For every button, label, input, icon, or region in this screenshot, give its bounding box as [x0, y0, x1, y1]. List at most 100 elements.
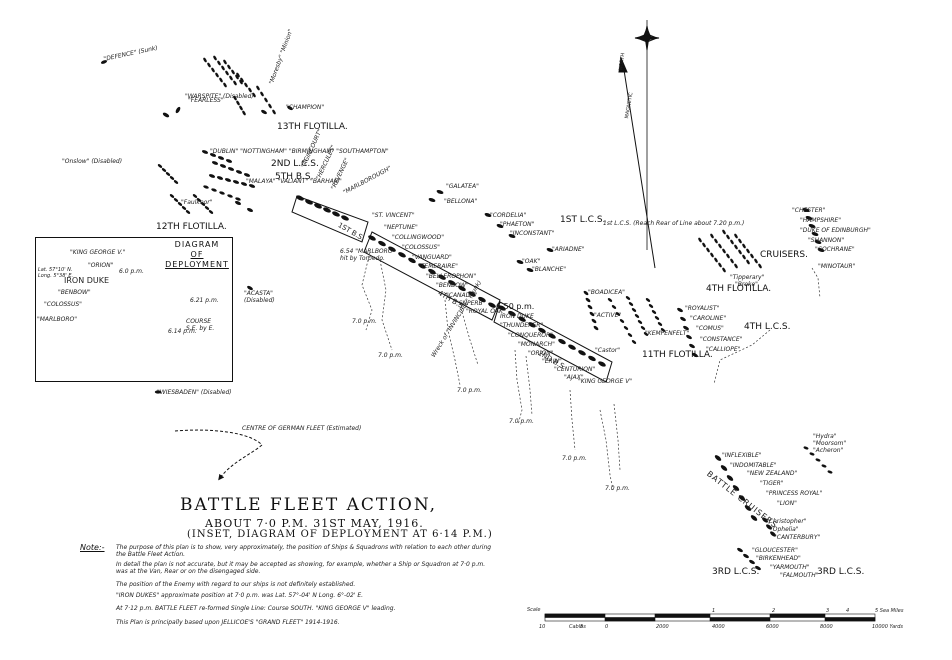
time-label: 7.0 p.m. — [509, 418, 534, 425]
unit-label-4th-flotilla: 4TH FLOTILLA. — [706, 284, 772, 294]
ship-marker — [162, 112, 170, 118]
ship-marker — [209, 153, 217, 157]
ship-label: "WIESBADEN" (Disabled) — [157, 389, 232, 396]
ship-marker — [742, 243, 746, 249]
ship-label: "COCHRANE" — [815, 246, 855, 253]
scale-mile-tick: 4 — [846, 608, 850, 614]
ship-marker — [689, 343, 695, 349]
ship-marker — [651, 310, 657, 314]
ship-marker — [181, 206, 187, 210]
ship-label: "Castor" — [595, 347, 621, 354]
ship-marker — [726, 475, 734, 481]
ship-marker — [583, 290, 589, 296]
german-fleet-track — [174, 429, 263, 481]
ship-marker — [478, 296, 486, 303]
ship-marker — [698, 237, 702, 243]
ship-marker — [737, 547, 743, 553]
ship-marker — [217, 60, 221, 66]
ship-marker — [814, 239, 822, 245]
ship-marker — [261, 109, 267, 115]
ship-label: "WARSPITE" (Disabled) — [185, 93, 254, 100]
ship-markers — [100, 55, 833, 571]
note-line: The purpose of this plan is to show, ver… — [116, 544, 492, 558]
time-label: 7.0 p.m. — [378, 352, 403, 359]
scale-yard-tick: 6000 — [766, 624, 779, 630]
ship-label: IRON DUKE — [500, 313, 534, 320]
ship-marker — [200, 202, 206, 206]
ship-label: "TEMERAIRE" — [418, 263, 458, 270]
ship-label: 1st L.C.S. (Reach Rear of Line about 7.2… — [603, 220, 745, 227]
ship-marker — [591, 318, 597, 324]
ship-label: "ORION" — [528, 350, 554, 357]
ship-marker — [750, 253, 754, 259]
ship-marker — [175, 106, 181, 114]
ship-marker — [732, 485, 740, 491]
unit-label-3rd-lcs-2: 3RD L.C.S. — [817, 567, 865, 577]
unit-label-12th-flotilla: 12TH FLOTILLA. — [156, 222, 227, 232]
unit-label-1st-lcs: 1ST L.C.S. — [560, 215, 606, 225]
ship-label: "PHAETON" — [500, 221, 535, 228]
ship-marker — [677, 307, 683, 313]
ship-marker — [235, 197, 241, 201]
ship-marker — [231, 69, 235, 75]
ship-label: "COLOSSUS" — [402, 244, 440, 251]
ship-label: "Ophelia" — [770, 526, 799, 533]
ship-marker — [588, 355, 596, 362]
ship-marker — [484, 212, 492, 218]
ship-track — [613, 403, 621, 471]
ship-marker — [802, 207, 810, 213]
ship-marker — [256, 85, 260, 91]
ship-label: "COMUS" — [696, 325, 724, 332]
ship-marker — [219, 191, 225, 195]
scale-mile-tick: 3 — [826, 608, 830, 614]
ship-marker — [706, 247, 710, 253]
ship-marker — [248, 87, 252, 93]
ship-marker — [498, 305, 506, 311]
ship-marker — [227, 194, 233, 198]
ship-label: "BELLEROPHON" — [426, 273, 477, 280]
ship-label: "MINOTAUR" — [818, 263, 856, 270]
ship-marker — [568, 344, 576, 350]
ship-marker — [710, 252, 714, 258]
ship-marker — [811, 231, 819, 237]
ship-marker — [252, 92, 256, 98]
ship-marker — [722, 229, 726, 235]
scale-segment — [769, 613, 826, 618]
ship-label: "INCONSTANT" — [510, 230, 555, 237]
ship-marker — [157, 164, 163, 168]
ship-marker — [224, 178, 232, 182]
ship-marker — [744, 505, 752, 511]
ship-track — [811, 267, 821, 299]
ship-marker — [516, 259, 524, 265]
ship-marker — [240, 77, 244, 83]
ship-marker — [619, 319, 625, 323]
ship-track — [444, 299, 461, 386]
map-subtitle-inset: (INSET, DIAGRAM OF DEPLOYMENT AT 6·14 P.… — [187, 529, 493, 540]
ship-marker — [743, 553, 749, 559]
ship-label: "BENBOW" — [436, 282, 469, 289]
ship-marker — [203, 185, 209, 189]
ship-label: "Faulknor" — [181, 199, 213, 206]
ship-marker — [714, 257, 718, 263]
ship-label: "KING GEORGE V" — [578, 378, 633, 385]
ship-label: "NEW ZEALAND" — [747, 470, 798, 477]
ship-marker — [496, 223, 504, 229]
scale-segment — [544, 613, 606, 618]
ship-marker — [468, 291, 476, 297]
ship-marker — [458, 285, 466, 292]
time-label: 7.0 p.m. — [457, 387, 482, 394]
scale-cables: Cables — [569, 624, 586, 630]
ship-label: "CANTERBURY" — [774, 534, 821, 541]
inset-latlong: Lat. 57°10' N. Long. 5°38' E. — [38, 267, 74, 279]
ship-marker — [821, 464, 827, 468]
ship-label: "FEARLESS" — [188, 97, 224, 104]
ship-marker — [211, 67, 215, 73]
ship-marker — [196, 198, 202, 202]
ship-marker — [809, 452, 815, 456]
ship-marker — [211, 188, 217, 192]
ship-track — [713, 329, 771, 385]
ship-marker — [692, 352, 698, 358]
note-line: In detail the plan is not accurate, but … — [116, 561, 486, 575]
scale-yard-tick: 4000 — [712, 624, 725, 630]
ship-tracks — [361, 251, 821, 491]
